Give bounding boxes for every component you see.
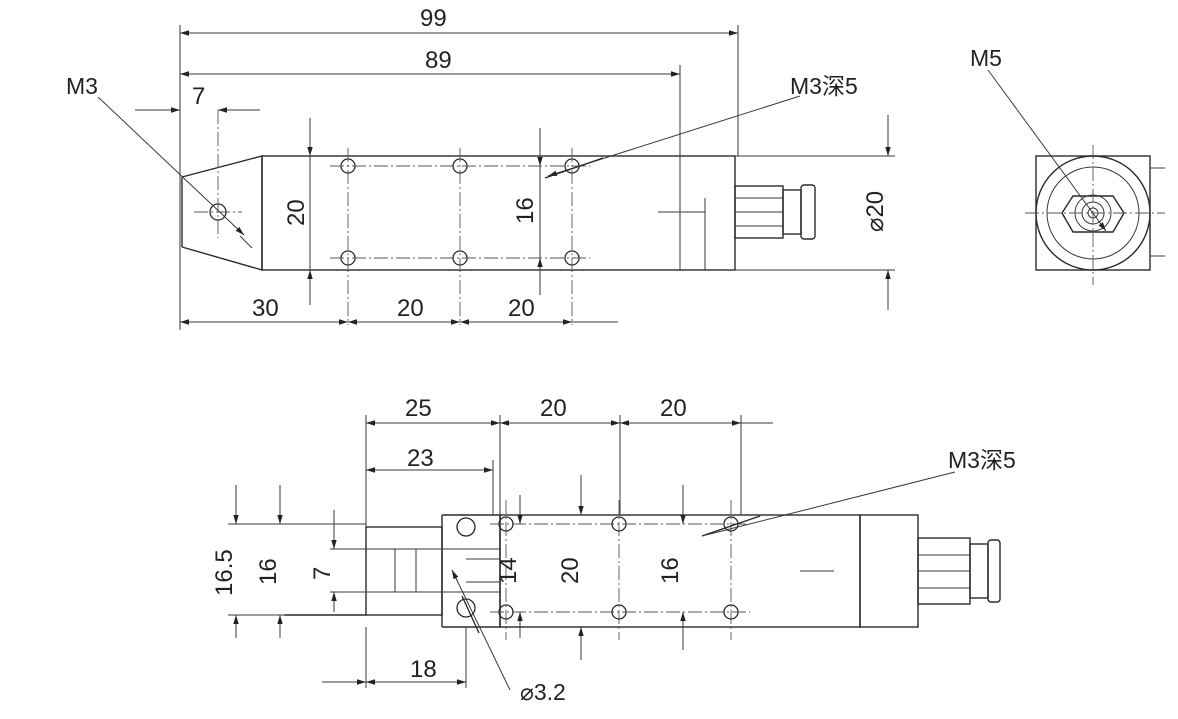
leader-m3-depth-bar (544, 157, 604, 179)
body-outline (261, 155, 736, 271)
top-end-cap (859, 514, 919, 628)
label-thread-depth-side: M3深5 (790, 73, 858, 99)
top-fitting-nut (969, 543, 989, 599)
leader-m3-depth-top (705, 471, 956, 536)
top-view: 25 20 20 23 18 16.5 16 7 14 20 16 M3深5 (211, 395, 1016, 705)
dim-pitch-2: 20 (508, 295, 535, 322)
dim-height: 20 (283, 199, 310, 226)
leader-hole-dia (451, 569, 511, 691)
leader-m3-tip-ext (239, 235, 253, 249)
label-hole-dia: ⌀3.2 (520, 679, 566, 705)
dim-23: 23 (407, 445, 434, 472)
jaw-hole-top (456, 517, 476, 537)
dim-20b: 20 (660, 395, 687, 422)
tip-outline (181, 155, 263, 271)
dim-25: 25 (405, 395, 432, 422)
leader-m3-tip (97, 96, 245, 236)
dim-16b: 16 (657, 557, 684, 584)
dim-diameter: ⌀20 (862, 191, 889, 232)
jaw-block (365, 526, 443, 616)
label-thread-depth-top: M3深5 (948, 447, 1016, 473)
side-centerlines (194, 110, 590, 325)
end-view: M5 (970, 45, 1165, 285)
dim-overall: 99 (420, 5, 447, 32)
dim-18: 18 (410, 656, 437, 683)
jaw-hole-bot (456, 598, 476, 618)
top-fitting-collet (987, 539, 1001, 603)
dim-14: 14 (495, 557, 522, 584)
side-view: 99 89 7 20 16 30 20 20 ⌀20 M3 M3深5 (66, 5, 895, 330)
dim-16-5: 16.5 (211, 549, 238, 596)
leader-m5 (987, 69, 1107, 232)
dim-16a: 16 (255, 558, 282, 585)
fitting-nut (782, 189, 802, 235)
label-tip-thread: M3 (66, 73, 98, 99)
dim-20a: 20 (540, 395, 567, 422)
dim-hole-spacing-v: 16 (512, 197, 539, 224)
dim-body: 89 (425, 47, 452, 74)
jaw-outline (442, 514, 501, 628)
label-port-thread: M5 (970, 45, 1002, 71)
dim-pitch-1: 20 (397, 295, 424, 322)
top-extension-lines (228, 415, 742, 688)
top-centerlines (490, 500, 750, 640)
dim-tip-hole: 7 (192, 83, 205, 110)
fitting-collet (800, 184, 816, 240)
dim-20v: 20 (557, 557, 584, 584)
dim-7: 7 (309, 567, 336, 580)
side-extension-lines (179, 25, 895, 330)
dim-tip-len: 30 (252, 295, 279, 322)
end-hex (1061, 195, 1125, 233)
